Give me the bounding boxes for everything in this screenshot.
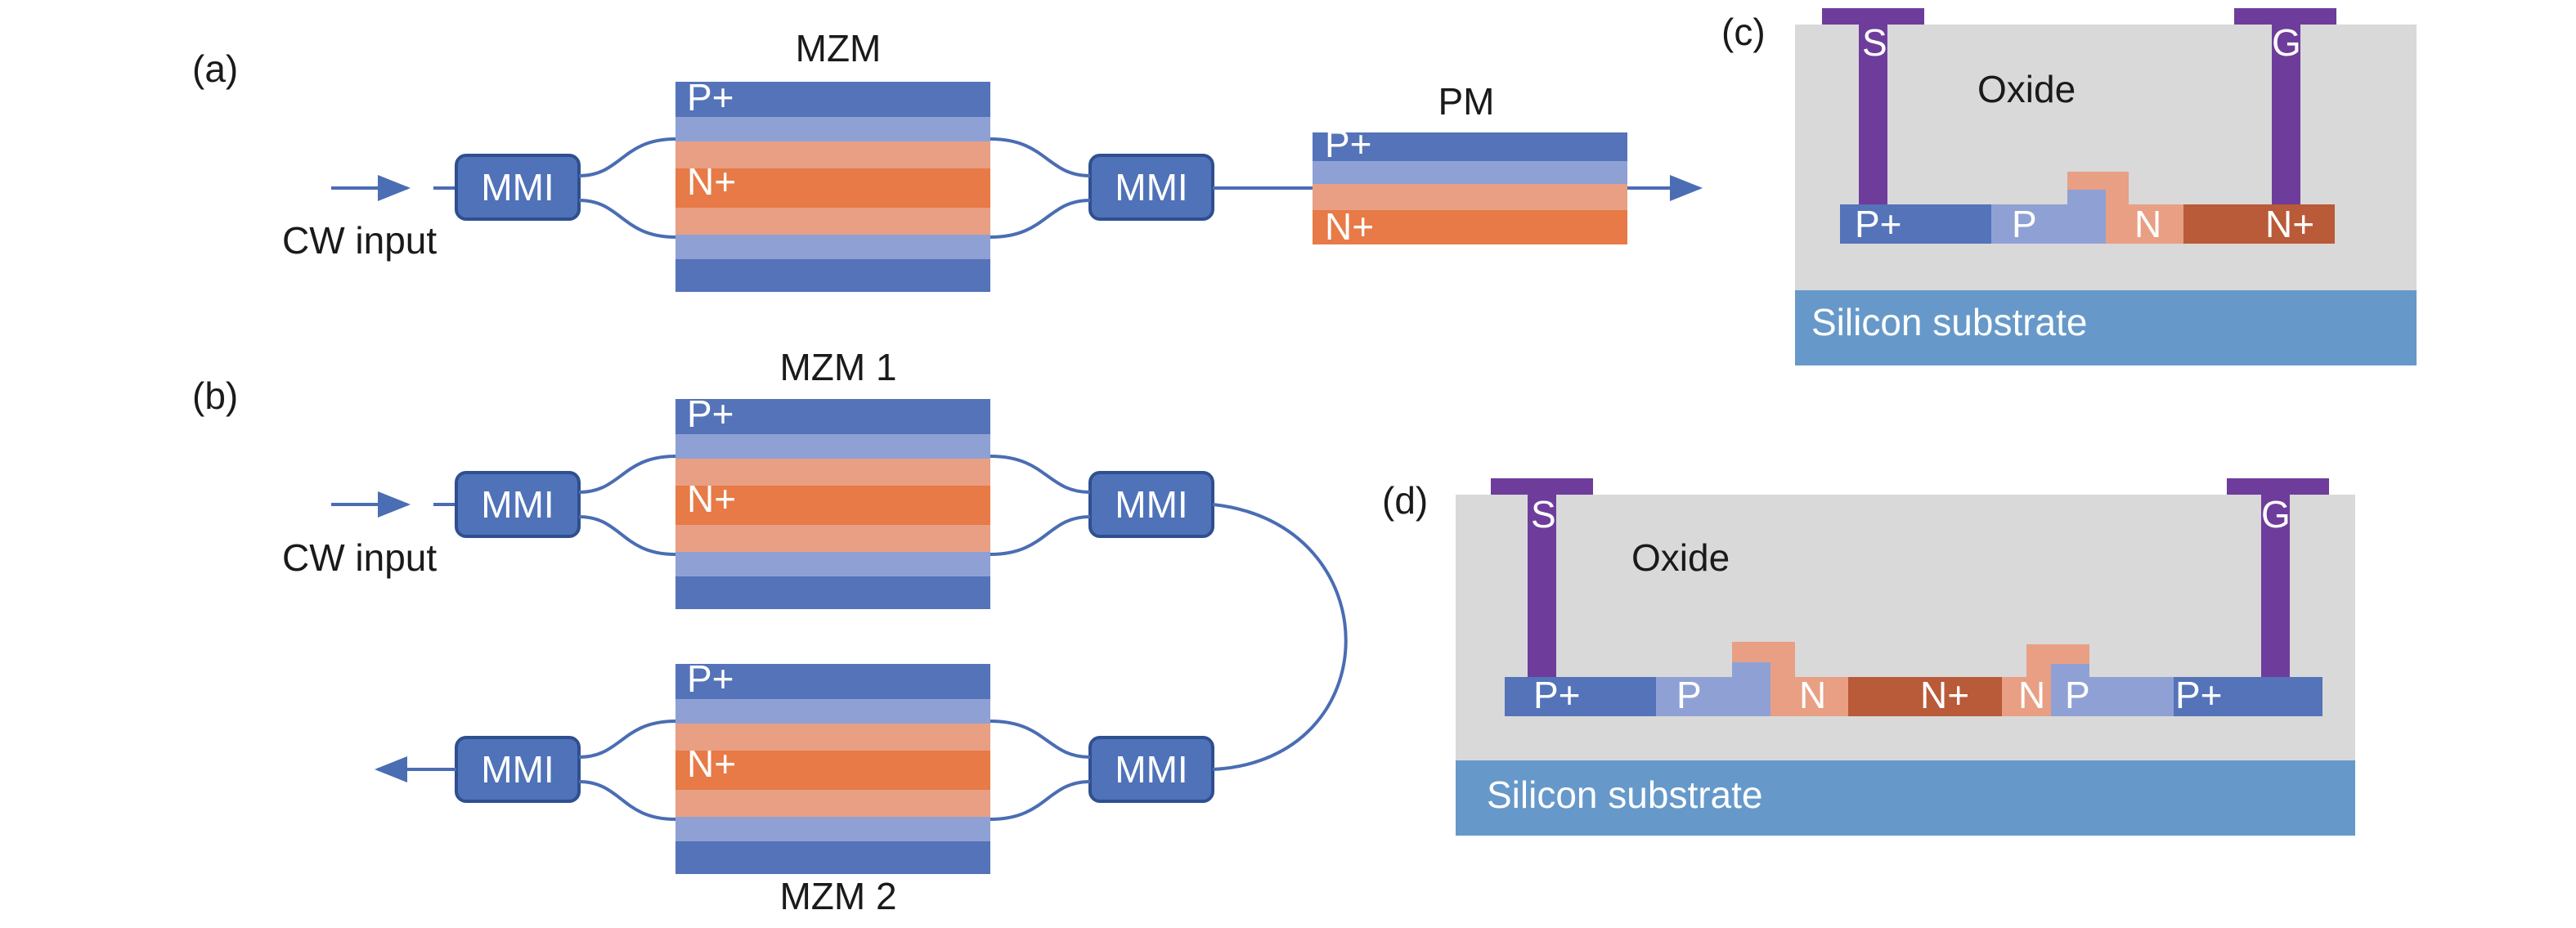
mzm1-n-plus-label: N+	[687, 477, 736, 520]
mzm1-upper-arm-in	[578, 455, 676, 494]
mmi-input-box	[455, 154, 581, 221]
region-d-label-p-right: P	[2065, 674, 2090, 716]
mzm2-body	[675, 664, 990, 874]
mzm-upper-arm-in	[578, 137, 676, 177]
pm-body	[1313, 132, 1627, 244]
region-d-n-left-rib	[1732, 642, 1795, 662]
gate-contact-cap-d	[2227, 478, 2329, 495]
region-d-n-left	[1770, 677, 1848, 716]
region-d-p-left	[1656, 677, 1770, 716]
source-contact-via	[1859, 25, 1887, 204]
mmi-b-lower-label: MMI	[1115, 748, 1187, 791]
region-d-n-right-rib-lower	[2026, 664, 2051, 677]
panel-d: (d) Silicon substrate Oxide P+ P N N+ N …	[1382, 478, 2355, 836]
mmi-input-label: MMI	[481, 166, 554, 208]
mzm2-p-plus-label: P+	[687, 657, 734, 700]
region-d-n-plus	[1848, 677, 2002, 716]
region-c-label-p-plus: P+	[1855, 203, 1902, 245]
panel-c: (c) Silicon substrate Oxide P+ P N N+ S …	[1721, 8, 2417, 365]
mzm1-title: MZM 1	[779, 346, 896, 388]
gate-contact-via-d	[2261, 495, 2290, 677]
region-d-p-left-rib	[1732, 662, 1770, 677]
source-contact-via-d	[1528, 495, 1556, 677]
mzm1-body	[675, 399, 990, 609]
mzm-n-plus-label: N+	[687, 160, 736, 203]
source-contact-cap-d	[1491, 478, 1593, 495]
region-c-label-n-plus: N+	[2265, 203, 2314, 245]
region-c-n-rib	[2067, 172, 2129, 190]
gate-contact-cap	[2234, 8, 2336, 25]
cw-input-label-b: CW input	[282, 536, 437, 579]
region-d-label-p-left: P	[1676, 674, 1702, 716]
source-contact-cap	[1822, 8, 1924, 25]
mzm-lower-arm-in	[578, 199, 676, 239]
oxide-c	[1795, 25, 2417, 290]
region-d-label-n-right: N	[2018, 674, 2045, 716]
region-c-n-plus	[2183, 204, 2335, 244]
region-d-label-p-plus-right: P+	[2175, 674, 2223, 716]
panel-b: (b) MZM 1 MZM 2 CW input P+ N+ P+	[192, 346, 1348, 917]
gate-label-d: G	[2261, 493, 2291, 536]
region-c-label-n: N	[2134, 203, 2161, 245]
mzm2-title: MZM 2	[779, 875, 896, 917]
mzm1-lower-arm-out	[990, 515, 1091, 556]
region-c-label-p: P	[2012, 203, 2037, 245]
mmi-output-label: MMI	[1115, 166, 1187, 208]
mmi-b-mid-label: MMI	[1115, 483, 1187, 526]
substrate-label-c: Silicon substrate	[1811, 301, 2088, 343]
oxide-label-c: Oxide	[1977, 68, 2076, 110]
region-c-p-plus	[1840, 204, 1991, 244]
source-label-d: S	[1531, 493, 1556, 536]
mmi-b-input-box	[455, 471, 581, 538]
oxide-label-d: Oxide	[1631, 536, 1730, 579]
panel-a: (a) MZM PM CW input P+ N+ MMI MMI	[192, 27, 1703, 292]
mzm-body	[675, 82, 990, 292]
region-d-label-p-plus-left: P+	[1533, 674, 1581, 716]
region-c-n	[2106, 204, 2183, 244]
panel-d-tag: (d)	[1382, 479, 1428, 522]
gate-label-c: G	[2272, 21, 2301, 64]
mzm2-lower-arm-out	[578, 780, 676, 821]
mzm-upper-arm-out	[990, 137, 1091, 177]
region-d-label-n-plus: N+	[1920, 674, 1969, 716]
mmi-b-input-label: MMI	[481, 483, 554, 526]
region-d-p-right	[2051, 677, 2174, 716]
panel-c-tag: (c)	[1721, 11, 1766, 53]
loop-waveguide	[1212, 503, 1348, 771]
mzm-p-plus-label: P+	[687, 76, 734, 119]
region-d-n-right-rib	[2026, 644, 2089, 664]
substrate-d	[1456, 760, 2355, 836]
substrate-label-d: Silicon substrate	[1487, 773, 1763, 816]
mzm-lower-arm-out	[990, 199, 1091, 239]
mzm-title: MZM	[796, 27, 882, 69]
mzm2-upper-arm-out	[578, 720, 676, 759]
mzm1-p-plus-label: P+	[687, 392, 734, 435]
region-d-label-n-left: N	[1799, 674, 1826, 716]
mmi-b-output-label: MMI	[481, 748, 554, 791]
region-c-p-rib	[2067, 190, 2106, 204]
mzm1-lower-arm-in	[578, 515, 676, 556]
mzm1-upper-arm-out	[990, 455, 1091, 494]
panel-a-tag: (a)	[192, 47, 238, 90]
mzm2-lower-arm-in	[990, 780, 1091, 821]
mzm2-n-plus-label: N+	[687, 742, 736, 785]
panel-b-tag: (b)	[192, 374, 238, 417]
substrate-c	[1795, 290, 2417, 365]
pm-title: PM	[1438, 80, 1495, 123]
mzm2-upper-arm-in	[990, 720, 1091, 759]
region-c-n-rib-lower	[2106, 190, 2129, 204]
region-d-p-plus-left	[1505, 677, 1656, 716]
pm-n-plus-label: N+	[1325, 205, 1374, 248]
pm-p-plus-label: P+	[1325, 123, 1372, 165]
source-label-c: S	[1862, 21, 1887, 64]
gate-contact-via	[2272, 25, 2300, 204]
cw-input-label: CW input	[282, 219, 437, 262]
region-c-p	[1991, 204, 2106, 244]
region-d-n-left-rib-lower	[1770, 662, 1795, 677]
region-d-p-right-rib	[2051, 664, 2089, 677]
region-d-n-right	[2002, 677, 2051, 716]
oxide-d	[1456, 495, 2355, 760]
region-d-p-plus-right	[2174, 677, 2322, 716]
